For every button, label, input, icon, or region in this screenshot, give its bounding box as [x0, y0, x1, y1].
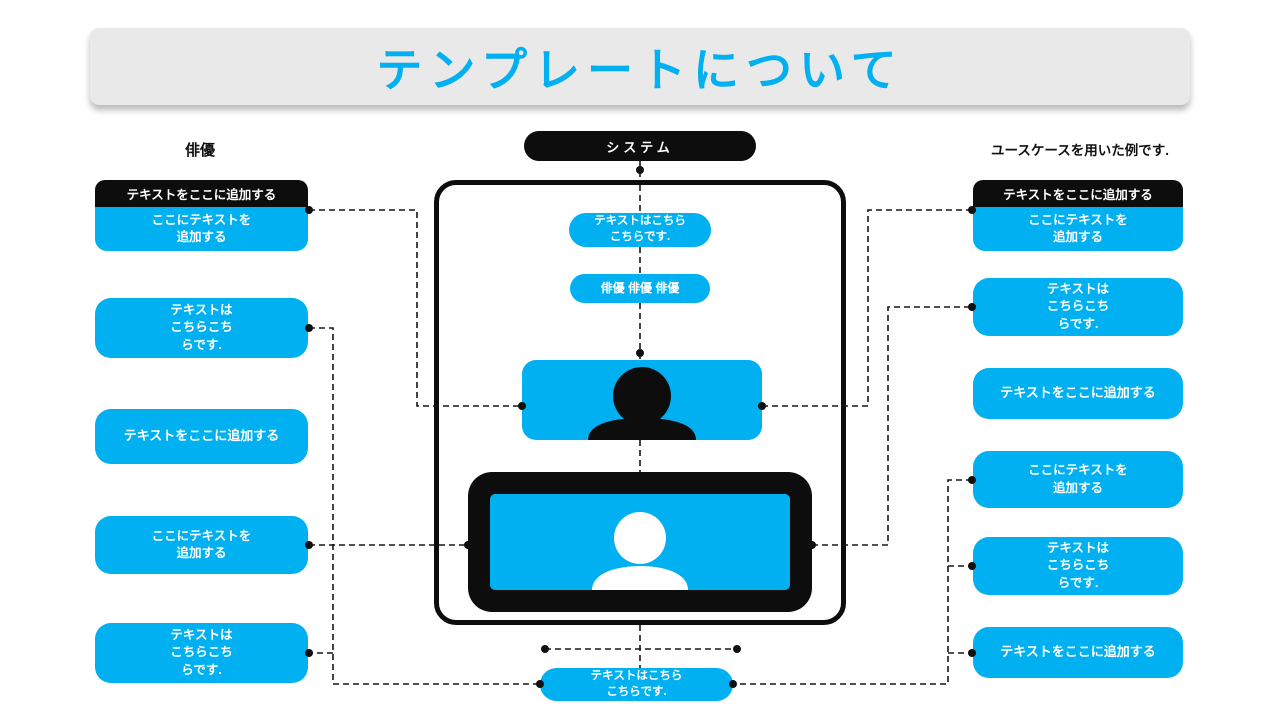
right-box-5: テキストは こちらこち らです.: [973, 537, 1183, 595]
screen-inner: [490, 494, 790, 590]
left-box-header: テキストをここに追加する: [95, 180, 308, 207]
usecase-pill-actors: 俳優 俳優 俳優: [570, 274, 710, 303]
title-banner: テンプレートについて: [90, 28, 1190, 105]
right-box-6: テキストをここに追加する: [973, 627, 1183, 678]
actor-card: [522, 360, 762, 440]
left-box-4: ここにテキストを 追加する: [95, 516, 308, 574]
example-note: ユースケースを用いた例です.: [991, 143, 1169, 158]
page-title: テンプレートについて: [376, 43, 904, 96]
left-box-3: テキストをここに追加する: [95, 409, 308, 464]
left-box-1: ここにテキストを 追加する: [95, 207, 308, 251]
left-box-5: テキストは こちらこち らです.: [95, 623, 308, 683]
connector-dot: [541, 645, 549, 653]
right-box-2: テキストは こちらこち らです.: [973, 278, 1183, 336]
connector-dot: [733, 645, 741, 653]
left-box-2: テキストは こちらこち らです.: [95, 298, 308, 358]
right-box-3: テキストをここに追加する: [973, 368, 1183, 419]
right-box-1: ここにテキストを 追加する: [973, 207, 1183, 251]
connector-dot: [636, 166, 644, 174]
person-icon: [588, 367, 696, 440]
usecase-pill-top: テキストはこちら こちらです.: [569, 213, 711, 247]
right-box-header: テキストをここに追加する: [973, 180, 1183, 207]
system-label: システム: [524, 131, 756, 161]
actor-label: 俳優: [184, 142, 215, 159]
right-box-4: ここにテキストを 追加する: [973, 451, 1183, 508]
usecase-pill-bottom: テキストはこちら こちらです.: [540, 668, 733, 701]
person-icon: [592, 512, 688, 590]
